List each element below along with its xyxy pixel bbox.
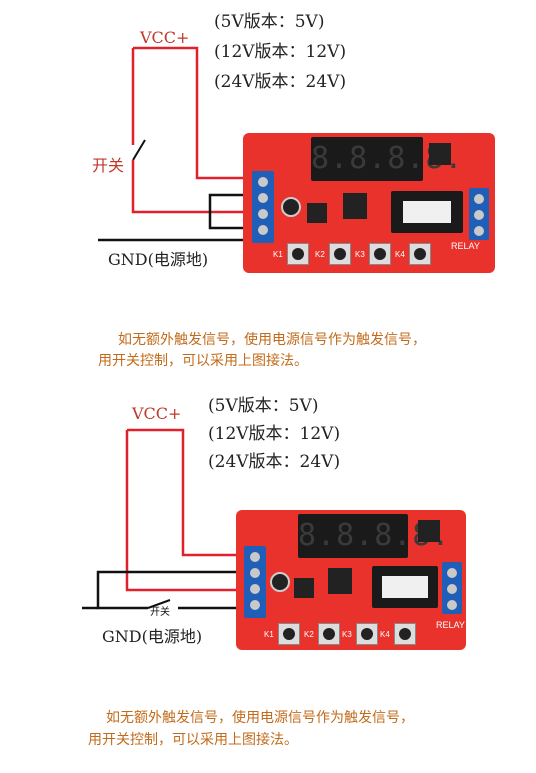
key-label-k1: K1 [264, 630, 274, 639]
key-button-k1[interactable] [287, 243, 309, 265]
version-line-24v: (24V版本：24V) [208, 452, 341, 472]
capacitor [270, 572, 290, 592]
version-line-5v: (5V版本：5V) [208, 396, 319, 416]
version-line-12v: (12V版本：12V) [214, 42, 347, 62]
gnd-label: GND(电源地) [102, 627, 203, 646]
led-display: 8.8.8.8. [298, 514, 451, 558]
key-button-k1[interactable] [278, 623, 300, 645]
key-button-k4[interactable] [409, 243, 431, 265]
vcc-label: VCC+ [140, 28, 190, 47]
key-label-k4: K4 [380, 630, 390, 639]
key-label-k2: K2 [315, 250, 325, 259]
vcc-label: VCC+ [132, 404, 182, 423]
chip [328, 568, 352, 594]
key-label-k4: K4 [395, 250, 405, 259]
caption-top-line2: 用开关控制，可以采用上图接法。 [98, 353, 308, 369]
relay-board: 8.8.8.8. RELAY K1 K2 K3 K4 [236, 510, 466, 650]
key-button-k3[interactable] [369, 243, 391, 265]
switch-label: 开关 [92, 156, 125, 175]
switch-label: 开关 [150, 607, 170, 618]
relay-component [391, 191, 463, 233]
caption-bottom-line1: 如无额外触发信号，使用电源信号作为触发信号， [106, 710, 414, 726]
relay-text: RELAY [451, 241, 480, 251]
version-line-12v: (12V版本：12V) [208, 424, 341, 444]
gnd-label: GND(电源地) [108, 250, 209, 269]
version-line-5v: (5V版本：5V) [214, 12, 325, 32]
relay-text: RELAY [436, 620, 465, 630]
chip [343, 193, 367, 219]
key-button-k4[interactable] [394, 623, 416, 645]
display-digits: 8.8.8.8. [298, 518, 451, 553]
optocoupler [429, 143, 451, 165]
optocoupler [418, 520, 440, 542]
key-label-k3: K3 [342, 630, 352, 639]
key-button-k2[interactable] [329, 243, 351, 265]
key-label-k2: K2 [304, 630, 314, 639]
caption-top-line1: 如无额外触发信号，使用电源信号作为触发信号， [118, 332, 426, 348]
version-line-24v: (24V版本：24V) [214, 72, 347, 92]
key-label-k3: K3 [355, 250, 365, 259]
capacitor [281, 197, 301, 217]
relay-component [372, 566, 438, 608]
key-button-k2[interactable] [318, 623, 340, 645]
relay-terminal [442, 562, 462, 614]
relay-terminal [469, 188, 489, 240]
input-terminal [244, 546, 266, 618]
transistor [294, 578, 314, 598]
transistor [307, 203, 327, 223]
key-button-k3[interactable] [356, 623, 378, 645]
key-label-k1: K1 [273, 250, 283, 259]
caption-bottom-line2: 用开关控制，可以采用上图接法。 [88, 732, 298, 748]
relay-board: 8.8.8.8. RELAY K1 K2 K3 K4 [243, 133, 495, 273]
input-terminal [252, 171, 274, 243]
